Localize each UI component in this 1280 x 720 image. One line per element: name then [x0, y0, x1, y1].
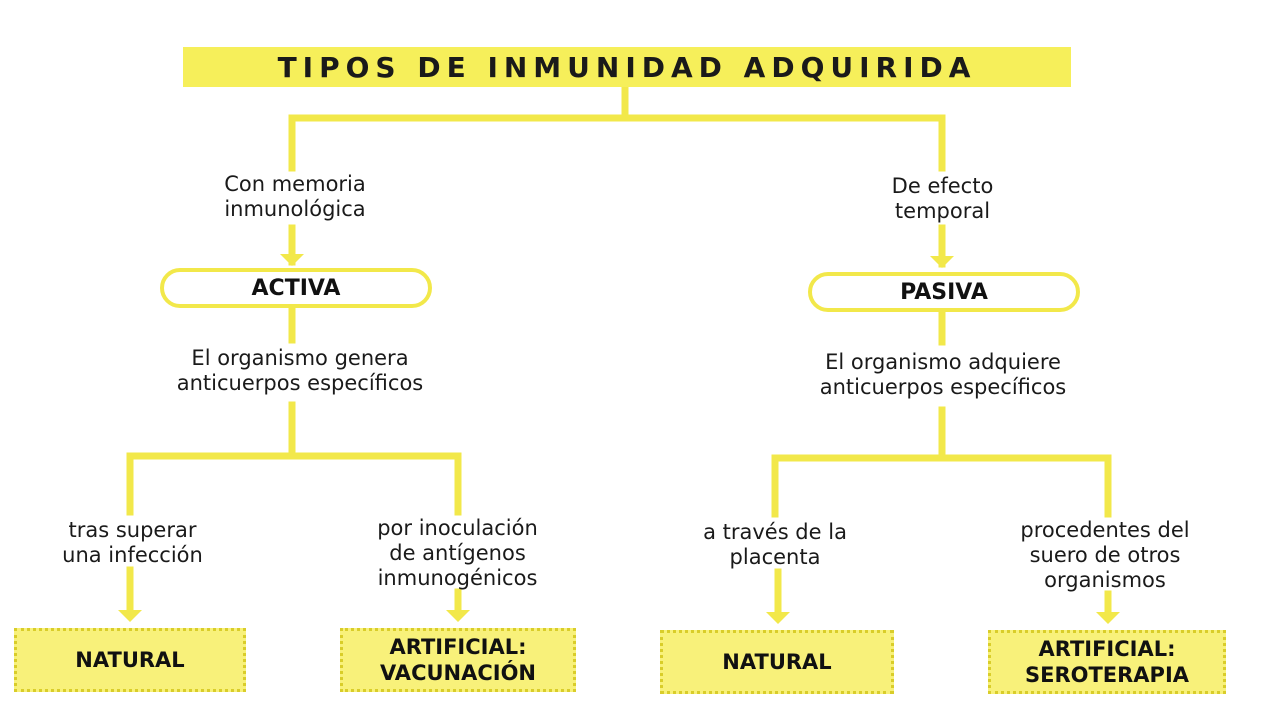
- passive-condition-line: De efecto: [891, 174, 994, 198]
- active-natural-condition: tras superar una infección: [25, 518, 240, 568]
- passive-immunity-label: PASIVA: [900, 279, 988, 305]
- passive-condition: De efecto temporal: [840, 174, 1045, 224]
- active-condition-line: Con memoria: [224, 172, 366, 196]
- active-description-line: El organismo genera: [191, 346, 409, 370]
- condition-line: por inoculación: [377, 516, 538, 540]
- active-description-line: anticuerpos específicos: [176, 371, 424, 395]
- passive-artificial-condition: procedentes del suero de otros organismo…: [980, 518, 1230, 593]
- active-description: El organismo genera anticuerpos específi…: [120, 346, 480, 396]
- diagram-title: TIPOS DE INMUNIDAD ADQUIRIDA: [183, 47, 1071, 87]
- condition-line: a través de la: [703, 520, 847, 544]
- result-label: VACUNACIÓN: [379, 661, 537, 685]
- condition-line: suero de otros: [1029, 543, 1181, 567]
- passive-condition-line: temporal: [894, 199, 991, 223]
- result-label: ARTIFICIAL:: [389, 635, 527, 659]
- condition-line: procedentes del: [1020, 518, 1190, 542]
- passive-description-line: anticuerpos específicos: [819, 375, 1067, 399]
- vaccination-box: ARTIFICIAL: VACUNACIÓN: [340, 628, 576, 692]
- active-immunity-label: ACTIVA: [251, 275, 341, 301]
- result-label: ARTIFICIAL:: [1038, 637, 1176, 661]
- condition-line: organismos: [1044, 568, 1166, 592]
- serotherapy-box: ARTIFICIAL: SEROTERAPIA: [988, 630, 1226, 694]
- condition-line: tras superar: [68, 518, 197, 542]
- condition-line: una infección: [62, 543, 203, 567]
- result-label: NATURAL: [75, 648, 185, 672]
- result-label: SEROTERAPIA: [1024, 663, 1190, 687]
- natural-passive-box: NATURAL: [660, 630, 894, 694]
- condition-line: placenta: [729, 545, 821, 569]
- active-artificial-condition: por inoculación de antígenos inmunogénic…: [335, 516, 580, 591]
- condition-line: inmunogénicos: [377, 566, 538, 590]
- passive-description: El organismo adquiere anticuerpos especí…: [758, 350, 1128, 400]
- passive-natural-condition: a través de la placenta: [660, 520, 890, 570]
- passive-immunity-node: PASIVA: [808, 272, 1080, 312]
- active-immunity-node: ACTIVA: [160, 268, 432, 308]
- result-label: NATURAL: [722, 650, 832, 674]
- active-condition-line: inmunológica: [224, 197, 366, 221]
- passive-description-line: El organismo adquiere: [825, 350, 1061, 374]
- condition-line: de antígenos: [389, 541, 526, 565]
- natural-active-box: NATURAL: [14, 628, 246, 692]
- active-condition: Con memoria inmunológica: [190, 172, 400, 222]
